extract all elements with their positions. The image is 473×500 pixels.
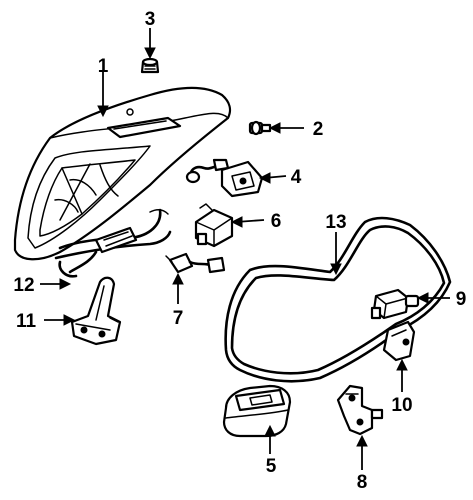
callout-11: 11 — [16, 311, 37, 332]
callout-8: 8 — [357, 472, 368, 493]
callout-2: 2 — [313, 119, 324, 140]
callout-labels: 1 2 3 4 5 6 7 8 9 10 11 12 13 — [13, 9, 466, 493]
callout-4: 4 — [291, 167, 302, 188]
striker — [382, 320, 416, 362]
callout-7: 7 — [173, 308, 184, 329]
torsion-bar — [54, 208, 172, 278]
hinge — [70, 276, 122, 346]
lamp — [222, 384, 292, 438]
callout-5: 5 — [266, 456, 277, 477]
bolt — [140, 57, 160, 74]
actuator — [194, 203, 234, 248]
lock-cylinder-actuator — [370, 288, 420, 320]
callout-12: 12 — [13, 275, 34, 296]
callout-10: 10 — [391, 395, 412, 416]
bumper-stop — [248, 120, 272, 136]
weatherstrip — [224, 216, 452, 383]
leader-lines — [40, 28, 450, 470]
latch — [185, 158, 264, 198]
callout-13: 13 — [325, 212, 346, 233]
callout-1: 1 — [98, 56, 109, 77]
release-cable-switch — [165, 252, 226, 274]
callout-3: 3 — [145, 9, 156, 30]
callout-9: 9 — [456, 289, 467, 310]
callout-6: 6 — [271, 211, 282, 232]
lower-bracket — [336, 384, 384, 436]
